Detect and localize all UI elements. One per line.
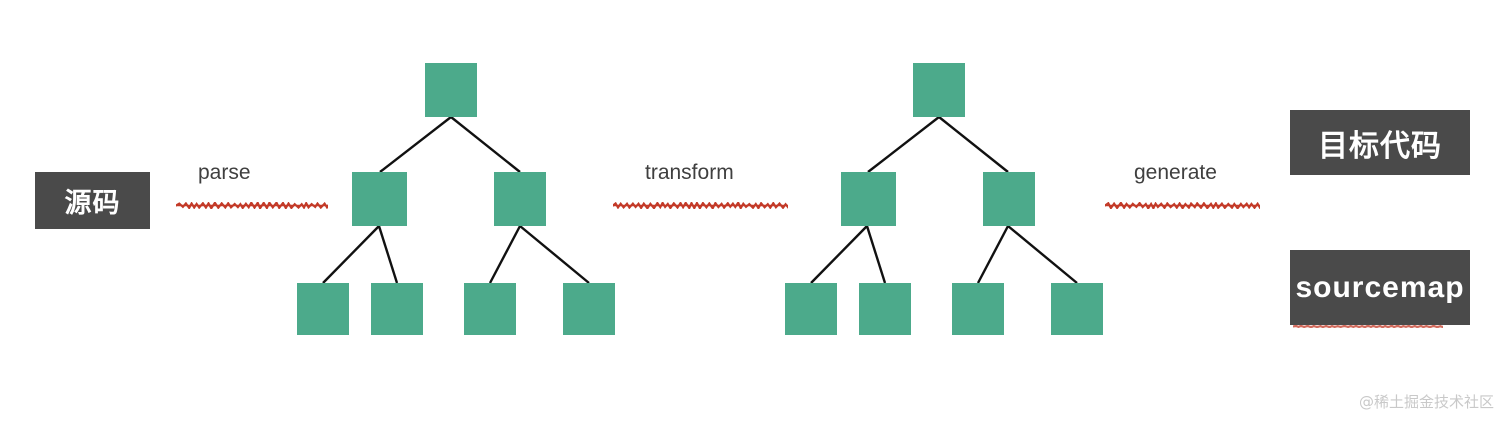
tree-node-mid-l bbox=[841, 172, 896, 226]
tree-edge bbox=[868, 117, 939, 172]
tree-node-root bbox=[913, 63, 965, 117]
tree-edge bbox=[939, 117, 1008, 172]
tree-node-leaf-3 bbox=[952, 283, 1004, 335]
tree-edge bbox=[1008, 226, 1077, 283]
tree-edge bbox=[978, 226, 1008, 283]
tree-node-leaf-2 bbox=[859, 283, 911, 335]
tree-node-leaf-1 bbox=[785, 283, 837, 335]
tree-node-mid-r bbox=[983, 172, 1035, 226]
tree-edge bbox=[811, 226, 867, 283]
ast-tree-transformed bbox=[0, 0, 360, 422]
watermark: @稀土掘金技术社区 bbox=[1359, 391, 1494, 412]
tree-edge bbox=[867, 226, 885, 283]
tree-node-leaf-4 bbox=[1051, 283, 1103, 335]
